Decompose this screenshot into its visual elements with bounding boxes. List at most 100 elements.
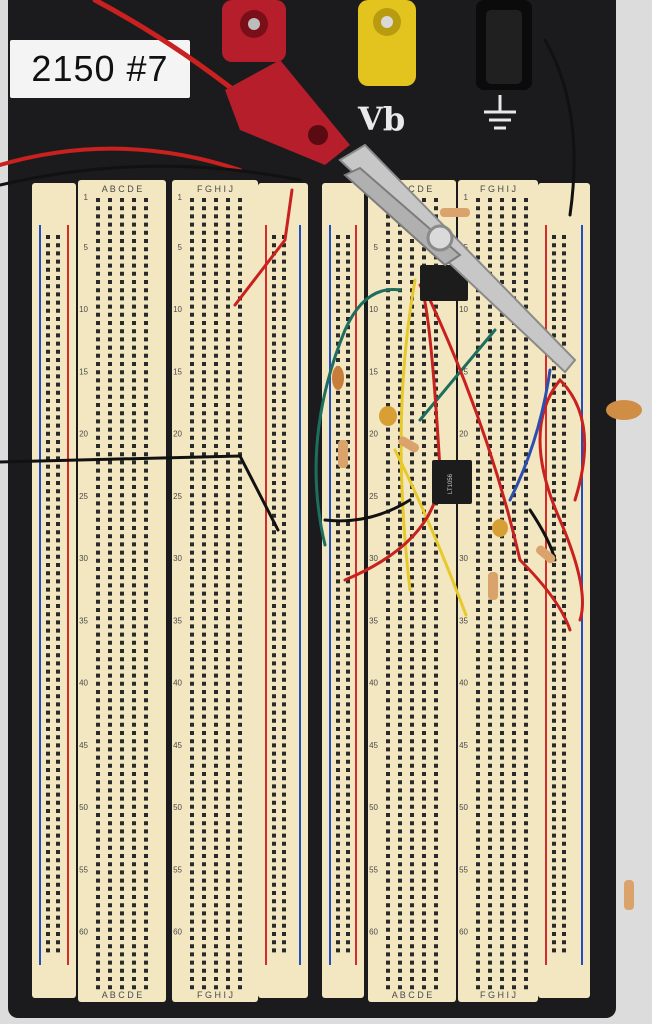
row-number: 1	[84, 193, 89, 202]
row-number: 35	[79, 616, 88, 625]
resistor	[338, 440, 348, 468]
row-number: 55	[79, 865, 88, 874]
ic-chip-top	[420, 265, 468, 301]
black-wire-left	[0, 454, 280, 532]
yellow-terminal[interactable]	[358, 0, 416, 86]
row-number: 15	[79, 367, 88, 376]
row-number: 45	[369, 741, 378, 750]
green-wire	[314, 288, 402, 547]
hole-grid	[386, 198, 438, 990]
red-jumper-left	[233, 188, 294, 307]
row-number: 40	[459, 679, 468, 688]
row-number: 10	[173, 305, 182, 314]
black-terminal[interactable]	[476, 0, 532, 90]
column-header: F G H I J	[197, 184, 233, 194]
components	[332, 208, 642, 910]
column-header: A B C D E	[102, 990, 143, 1000]
column-header: A B C D E	[392, 184, 433, 194]
row-number: 5	[374, 243, 379, 252]
row-number: 1	[178, 193, 183, 202]
row-number: 50	[369, 803, 378, 812]
resistor	[398, 436, 420, 453]
yellow-wire-2	[393, 448, 468, 617]
row-number: 10	[459, 305, 468, 314]
resistor	[440, 208, 470, 217]
row-number: 60	[173, 928, 182, 937]
row-number: 35	[173, 616, 182, 625]
blue-wire	[508, 368, 552, 502]
row-number: 20	[369, 430, 378, 439]
row-number: 20	[79, 430, 88, 439]
column-header: A B C D E	[102, 184, 143, 194]
row-number: 1	[464, 193, 469, 202]
column-header: F G H I J	[480, 990, 516, 1000]
row-number: 20	[173, 430, 182, 439]
hole-grid	[96, 198, 148, 990]
row-number: 10	[369, 305, 378, 314]
row-number: 45	[173, 741, 182, 750]
column-header: F G H I J	[480, 184, 516, 194]
row-number: 60	[459, 928, 468, 937]
row-number: 25	[173, 492, 182, 501]
row-number: 15	[369, 367, 378, 376]
probe-clip	[225, 60, 577, 374]
row-number: 5	[178, 243, 183, 252]
row-number: 35	[369, 616, 378, 625]
capacitor	[606, 400, 642, 420]
vb-terminal-label: Vb	[358, 100, 406, 138]
row-number: 55	[173, 865, 182, 874]
green-wire-2	[418, 328, 497, 422]
red-terminal[interactable]	[222, 0, 286, 62]
row-number: 40	[79, 679, 88, 688]
row-number: 20	[459, 430, 468, 439]
row-number: 60	[79, 928, 88, 937]
capacitor	[332, 366, 344, 390]
black-wire-ground	[543, 38, 576, 217]
capacitor	[492, 519, 508, 537]
row-number: 30	[369, 554, 378, 563]
row-number: 55	[459, 865, 468, 874]
row-number: 30	[79, 554, 88, 563]
terminal-strip	[78, 180, 166, 1002]
board-label: 2150 #7	[10, 40, 190, 98]
power-rail-strip	[322, 183, 364, 998]
column-header: A B C D E	[392, 990, 433, 1000]
row-number: 50	[79, 803, 88, 812]
red-probe-lead	[92, 0, 243, 98]
row-number: 40	[369, 679, 378, 688]
hole-grid	[190, 198, 242, 990]
row-number: 40	[173, 679, 182, 688]
resistor	[624, 880, 634, 910]
row-number: 10	[79, 305, 88, 314]
yellow-wire-1	[399, 278, 417, 592]
resistor	[488, 572, 498, 600]
terminal-strip	[172, 180, 258, 1002]
row-number: 25	[369, 492, 378, 501]
row-number: 60	[369, 928, 378, 937]
row-number: 30	[459, 554, 468, 563]
power-rail-strip	[32, 183, 76, 998]
red-wire-right	[428, 298, 572, 632]
column-header: F G H I J	[197, 990, 233, 1000]
row-number: 45	[79, 741, 88, 750]
ground-symbol-icon	[484, 95, 516, 130]
row-number: 15	[459, 367, 468, 376]
black-wire-mid	[323, 498, 412, 523]
red-wire-right-2	[538, 377, 587, 622]
row-number: 50	[459, 803, 468, 812]
hole-grid	[476, 198, 528, 990]
row-number: 15	[173, 367, 182, 376]
row-number: 5	[84, 243, 89, 252]
ic-chip-text: LT1056	[448, 473, 454, 494]
red-wire-top	[0, 146, 242, 172]
capacitor	[379, 406, 397, 426]
row-number: 55	[369, 865, 378, 874]
ic-chip-op-amp: LT1056	[432, 460, 472, 504]
row-number: 30	[173, 554, 182, 563]
row-number: 45	[459, 741, 468, 750]
row-number: 50	[173, 803, 182, 812]
row-number: 25	[79, 492, 88, 501]
resistor	[535, 545, 556, 564]
